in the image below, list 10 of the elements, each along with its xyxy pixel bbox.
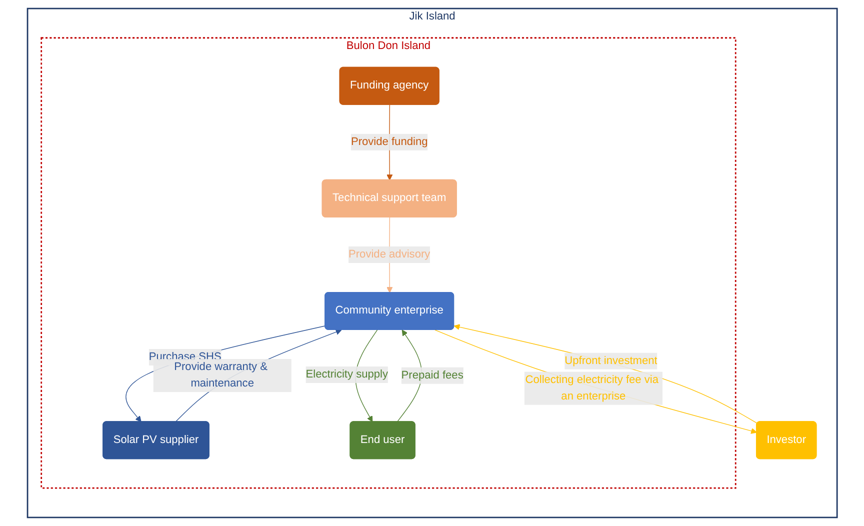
edge-label: Upfront investment: [564, 354, 658, 367]
edge-label: Provide funding: [350, 136, 428, 148]
edge-label: Purchase SHS: [148, 351, 222, 363]
arrow: [454, 324, 758, 424]
edge-label: Provide advisory: [348, 248, 430, 260]
edge-label: Collecting electricity fee via an enterprise: [524, 374, 658, 402]
edge-label: Provide warranty & maintenance: [174, 361, 268, 390]
edge-label: Prepaid fees: [400, 369, 464, 382]
arrow: [434, 330, 757, 434]
edge-label: Electricity supply: [305, 368, 388, 380]
